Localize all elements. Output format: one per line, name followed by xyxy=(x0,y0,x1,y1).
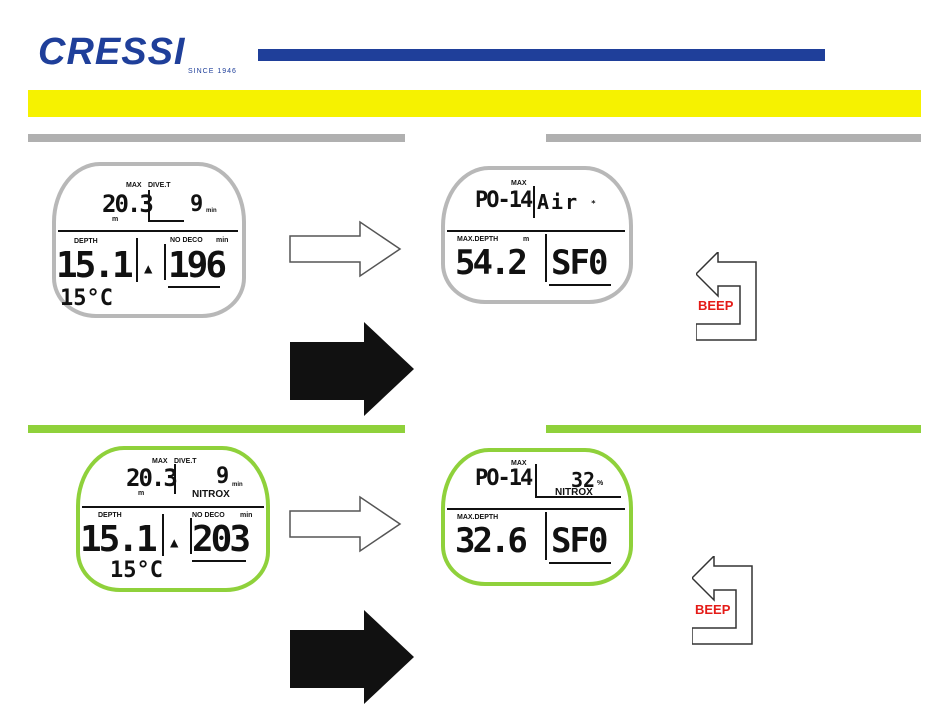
max-depth-value: 20.3 xyxy=(126,466,176,490)
no-deco-value: 203 xyxy=(192,522,248,558)
max-depth-value: 20.3 xyxy=(102,192,152,216)
max-depth-unit: m xyxy=(523,236,529,243)
logo-wordmark: CRESSI xyxy=(38,30,185,74)
nitrox-divider-right xyxy=(546,425,921,433)
gas-value: Air xyxy=(537,192,579,212)
temperature-value: 15°C xyxy=(110,560,163,582)
max-label: MAX xyxy=(511,180,527,187)
hollow-arrow-icon xyxy=(288,495,404,553)
filled-arrow-icon xyxy=(290,322,414,416)
nitrox-dive-display: MAX DIVE.T 20.3 m 9 min NITROX DEPTH NO … xyxy=(76,446,270,592)
air-dive-display: MAX DIVE.T 20.3 m 9 min DEPTH NO DECO mi… xyxy=(52,162,246,318)
hollow-arrow-icon xyxy=(288,220,404,278)
po2-value: PO-14 xyxy=(475,190,531,212)
no-deco-unit: min xyxy=(216,237,228,244)
temperature-value: 15°C xyxy=(60,288,113,310)
beep-label: BEEP xyxy=(698,299,733,312)
nitrox-divider-left xyxy=(28,425,405,433)
no-deco-label: NO DECO xyxy=(170,237,203,244)
safety-factor-value: SF0 xyxy=(551,524,606,558)
max-depth-label: MAX.DEPTH xyxy=(457,236,498,243)
dive-time-value: 9 xyxy=(190,194,203,216)
header-bar xyxy=(258,49,825,61)
no-deco-value: 196 xyxy=(168,248,224,284)
air-divider-left xyxy=(28,134,405,142)
filled-arrow-icon xyxy=(290,610,414,704)
max-depth-value: 32.6 xyxy=(455,524,525,558)
beep-return-icon xyxy=(696,252,758,342)
max-depth-label: MAX.DEPTH xyxy=(457,514,498,521)
time-unit: min xyxy=(206,208,217,214)
depth-unit: m xyxy=(112,216,118,223)
dive-time-value: 9 xyxy=(216,466,229,488)
ascent-icon: ▲ xyxy=(144,262,152,276)
asterisk-icon: * xyxy=(591,200,596,208)
max-label: MAX xyxy=(126,182,142,189)
max-depth-value: 54.2 xyxy=(455,246,525,280)
logo-since: SINCE 1946 xyxy=(188,68,237,75)
depth-unit: m xyxy=(138,490,144,497)
depth-label: DEPTH xyxy=(74,238,98,245)
nitrox-mode-display: MAX PO-14 32 % NITROX MAX.DEPTH 32.6 SF0 xyxy=(441,448,633,586)
depth-value: 15.1 xyxy=(80,522,155,558)
beep-return-icon xyxy=(692,556,754,646)
safety-factor-value: SF0 xyxy=(551,246,606,280)
dive-time-label: DIVE.T xyxy=(148,182,171,189)
title-band xyxy=(28,90,921,117)
no-deco-unit: min xyxy=(240,512,252,519)
mix-unit: % xyxy=(597,480,603,487)
depth-label: DEPTH xyxy=(98,512,122,519)
depth-value: 15.1 xyxy=(56,248,131,284)
nitrox-label: NITROX xyxy=(555,488,593,498)
ascent-icon: ▲ xyxy=(170,536,178,550)
po2-value: PO-14 xyxy=(475,468,531,490)
time-unit: min xyxy=(232,482,243,488)
no-deco-label: NO DECO xyxy=(192,512,225,519)
beep-label: BEEP xyxy=(695,603,730,616)
dive-time-label: DIVE.T xyxy=(174,458,197,465)
air-divider-right xyxy=(546,134,921,142)
nitrox-label: NITROX xyxy=(192,490,230,500)
cressi-logo: CRESSI SINCE 1946 xyxy=(38,30,248,78)
air-mode-display: MAX PO-14 Air * MAX.DEPTH m 54.2 SF0 xyxy=(441,166,633,304)
